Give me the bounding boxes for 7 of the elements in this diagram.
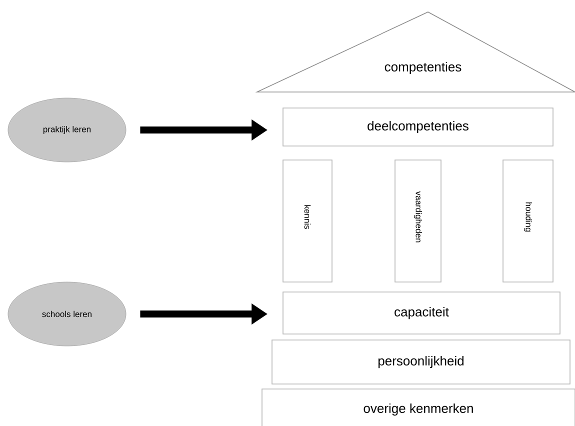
layer-box: persoonlijkheid — [272, 340, 570, 384]
layer-box: overige kenmerken — [262, 388, 575, 426]
pillar-box: kennis — [282, 160, 332, 282]
layer-box: deelcompetenties — [282, 108, 554, 146]
pillar-box: vaardigheden — [394, 160, 442, 282]
pillar-box: houding — [502, 160, 554, 282]
layer-box: capaciteit — [282, 292, 560, 334]
